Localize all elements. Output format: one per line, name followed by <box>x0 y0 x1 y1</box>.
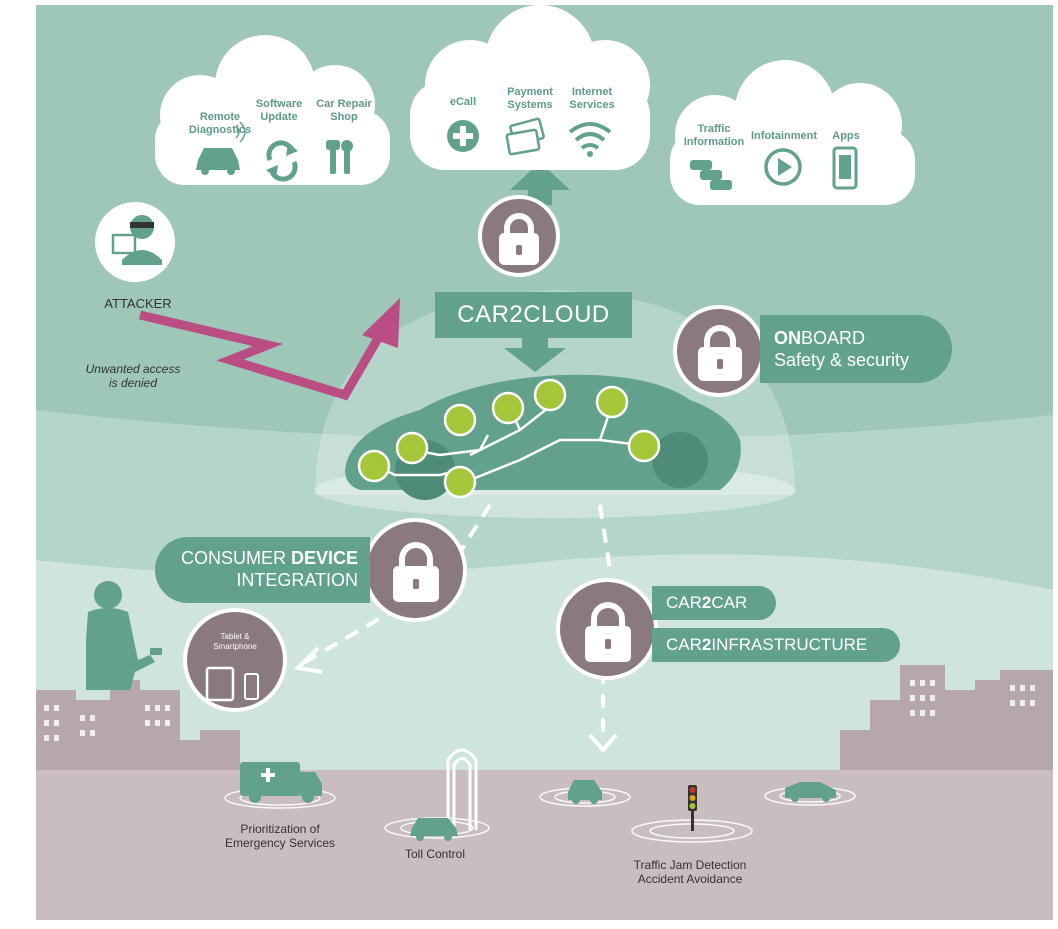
car2cloud-lock-icon <box>478 195 560 277</box>
car-ecu-nodes <box>357 378 661 499</box>
car-icon <box>196 148 240 175</box>
small-car-icon <box>568 780 602 804</box>
person-silhouette <box>86 581 162 690</box>
signal-waves-icon <box>235 121 246 143</box>
attack-denied-note: Unwanted access is denied <box>85 362 181 390</box>
consumer-device-lock-icon <box>363 518 467 622</box>
tablet-arrowhead <box>293 646 323 674</box>
city-windows-left <box>44 705 170 741</box>
label-traffic-information: Traffic Information <box>683 123 745 148</box>
ground-arrowhead <box>588 733 618 754</box>
car2car-b: 2 <box>701 593 712 612</box>
onboard-subtitle: Safety & security <box>774 350 910 370</box>
car2car-banner: CAR2CAR <box>652 586 776 620</box>
label-internet-services: Internet Services <box>569 86 615 111</box>
car2infra-c: INFRASTRUCTURE <box>711 635 868 654</box>
car2infrastructure-banner: CAR2INFRASTRUCTURE <box>652 628 900 662</box>
attacker-label: ATTACKER <box>104 296 172 311</box>
city-windows-right <box>910 680 1035 716</box>
play-icon <box>764 148 802 186</box>
cloud-up-arrow <box>510 162 570 205</box>
label-infotainment: Infotainment <box>751 130 817 142</box>
emergency-services-label: Prioritization of Emergency Services <box>224 822 336 850</box>
integration-label: INTEGRATION <box>236 570 358 590</box>
wifi-icon <box>568 122 612 150</box>
car2car-a: CAR <box>666 593 702 612</box>
attack-arrowhead <box>362 298 400 348</box>
attack-arrow <box>138 310 384 401</box>
car-wheel-rear <box>652 432 708 488</box>
traffic-light-icon <box>688 785 697 831</box>
refresh-arrow-2 <box>266 165 278 178</box>
tablet-badge <box>183 608 287 712</box>
label-car-repair-shop: Car Repair Shop <box>316 98 372 123</box>
toll-control-label: Toll Control <box>404 847 466 861</box>
onboard-lock-icon <box>673 305 765 397</box>
label-payment-systems: Payment Systems <box>507 86 553 111</box>
plus-icon <box>447 120 479 152</box>
car2car-c: CAR <box>711 593 748 612</box>
consumer-device-banner: CONSUMER DEVICE INTEGRATION <box>155 537 370 603</box>
onboard-banner: ONBOARD Safety & security <box>760 315 952 383</box>
onboard-rest: BOARD <box>801 328 866 348</box>
consumer-label: CONSUMER <box>180 548 291 568</box>
car2cloud-banner: CAR2CLOUD <box>435 292 632 338</box>
toll-gate-icon <box>446 748 478 830</box>
refresh-arrow-1 <box>286 143 298 156</box>
convertible-car-icon <box>785 782 836 802</box>
wifi-dot <box>587 151 593 157</box>
device-label: DEVICE <box>290 548 358 568</box>
cars-icon <box>690 160 732 190</box>
label-remote-diagnostics: Remote Diagnostics <box>188 111 252 136</box>
toll-car-icon <box>410 818 458 841</box>
cloud-center <box>410 5 650 170</box>
label-software-update: Software Update <box>255 98 303 123</box>
hacker-icon <box>111 215 162 265</box>
car2infra-a: CAR <box>666 635 702 654</box>
car2car-lock-icon <box>556 578 658 680</box>
car2infra-b: 2 <box>701 635 712 654</box>
phone-icon <box>832 146 858 190</box>
smartphone-icon <box>244 673 259 700</box>
ambulance-icon <box>240 762 322 803</box>
card-icon <box>505 117 545 156</box>
tablet-icon <box>205 666 235 702</box>
tablet-smartphone-label: Tablet & Smartphone <box>213 632 257 651</box>
tools-icon <box>326 140 353 174</box>
label-ecall: eCall <box>449 96 477 108</box>
cloud-down-arrow <box>504 337 566 372</box>
traffic-jam-label: Traffic Jam Detection Accident Avoidance <box>633 858 747 886</box>
label-apps: Apps <box>832 130 860 142</box>
onboard-strong: ON <box>774 328 801 348</box>
